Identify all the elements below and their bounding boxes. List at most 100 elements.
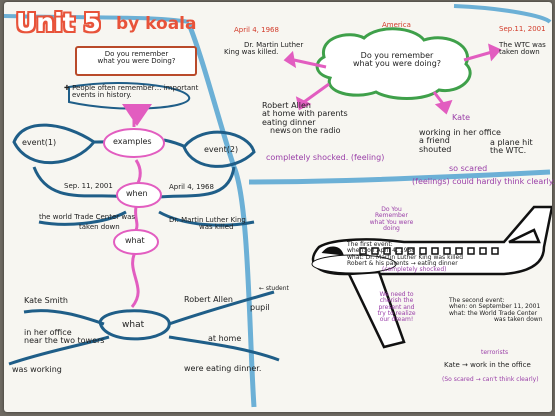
plane-nose-line-1: Do You <box>381 206 402 213</box>
plane-nose-line-3: what You were <box>369 218 414 226</box>
plane-first-event: The first event: when: on April 4, 1968 … <box>347 241 464 274</box>
when-label: when <box>126 189 148 198</box>
mlk-line-2: King was killed. <box>224 48 279 57</box>
robert-block: Robert Allen at home with parents eating… <box>262 101 348 136</box>
question-cloud <box>315 27 472 100</box>
first-event-line-1: The first event: <box>347 241 393 248</box>
athome-label: at home <box>208 334 242 343</box>
first-event-line-5: (completely shocked) <box>382 266 447 274</box>
wtc-line-1: The WTC was <box>499 41 546 49</box>
cloud-line-1: Do you remember <box>360 51 434 60</box>
event2-label: event(2) <box>204 145 239 154</box>
pupil-label: pupil <box>250 303 270 312</box>
event1-label: event(1) <box>22 138 57 147</box>
robert-line-3: eating dinner <box>262 117 316 127</box>
plane-nose-line-2: Remember <box>375 212 408 220</box>
mlk-text: Dr. Martin Luther King was killed. <box>224 41 304 57</box>
mind-map-paper: Unit 5 by koala Do you remember what you… <box>4 2 555 412</box>
airplane <box>311 205 552 349</box>
event1-desc2: taken down <box>79 223 120 231</box>
plane-second-event: The second event: when: on September 11,… <box>449 297 543 323</box>
mlk-date: April 4, 1968 <box>234 26 279 34</box>
what-label: what <box>125 236 145 245</box>
what-node <box>113 229 159 255</box>
kate-line-3: shouted <box>419 144 452 154</box>
mind-map-drawing <box>4 4 552 408</box>
feelings-label: (feelings) could hardly think clearly. <box>412 177 555 186</box>
working-label: was working <box>12 365 62 374</box>
pupil-arrow-label: ← student <box>259 285 289 292</box>
pointer-triangle <box>122 104 152 126</box>
first-event-line-3: what: Dr. Martin Luther King was killed <box>347 253 464 261</box>
second-event-line-2: when: on September 11, 2001 <box>449 303 541 311</box>
america-label: America <box>382 21 411 29</box>
kate-plane-line-1: a plane hit <box>490 138 533 147</box>
note-line-1: ✚ People often remember… important <box>64 84 199 92</box>
wing-line-1: We need to <box>379 291 414 298</box>
robert-line-1: Robert Allen <box>262 101 311 110</box>
kate-plane-line-2: the WTC. <box>490 146 527 156</box>
question-line-1: Do you remember <box>104 50 169 58</box>
wing-line-2: cherish the <box>379 297 414 305</box>
top-right-curve <box>453 4 552 24</box>
author-name: by koala <box>116 14 197 34</box>
note-text: ✚ People often remember… important event… <box>64 84 199 100</box>
event2-desc-line-2: was killed <box>199 223 234 232</box>
wtc-date: Sep.11, 2001 <box>499 25 546 33</box>
robert-line-5: on the radio <box>292 125 341 135</box>
examples-node <box>103 128 165 158</box>
eating-label: were eating dinner. <box>184 364 262 373</box>
so-scared-label: so scared <box>449 164 488 173</box>
cloud-text: Do you remember what you were doing? <box>336 51 458 69</box>
unit-title: Unit 5 <box>16 8 101 37</box>
cloud-line-2: what you were doing? <box>352 59 442 69</box>
examples-label: examples <box>113 137 152 146</box>
office-line-1: in her office <box>24 328 72 337</box>
event2-desc: Dr. Martin Luther King was killed <box>169 216 246 232</box>
kate-scared-line: (So scared → can't think clearly) <box>442 376 539 383</box>
first-event-line-4: Robert & his parents → eating dinner <box>347 259 458 267</box>
plane-wing-text: We need to cherish the present and try t… <box>374 291 419 324</box>
wing-line-3: present and <box>378 303 415 311</box>
question-box-text: Do you remember what you were Doing? <box>79 50 194 66</box>
horizontal-divider <box>248 169 551 185</box>
office-line-2: near the two towers <box>24 336 105 346</box>
wing-line-5: our dream! <box>379 316 414 324</box>
kate-right-label: Kate <box>452 113 471 122</box>
airplane-windows <box>359 247 499 255</box>
engine <box>311 254 397 274</box>
wing-line-4: try to realize <box>377 309 416 317</box>
mlk-line-1: Dr. Martin Luther <box>244 41 304 49</box>
event2-desc-line-1: Dr. Martin Luther King <box>169 216 246 224</box>
date2-label: April 4, 1968 <box>169 183 214 191</box>
kate-smith-label: Kate Smith <box>24 296 68 305</box>
second-event-line-4: was taken down <box>494 315 543 323</box>
kate-office-line: Kate → work in the office <box>444 361 531 369</box>
second-event-line-3: what: the World Trade Center <box>449 309 538 317</box>
date1-label: Sep. 11, 2001 <box>64 182 113 190</box>
top-curve <box>4 14 190 24</box>
cloud-arrows <box>283 43 502 115</box>
first-event-line-2: when: on April 4, 1968 <box>347 247 416 255</box>
robert-line-2: at home with parents <box>262 109 348 119</box>
robert-allen-label: Robert Allen <box>184 295 233 304</box>
kate-block: working in her office a friend shouted <box>419 128 501 154</box>
robert-feeling: completely shocked. (feeling) <box>266 153 385 162</box>
wtc-text: The WTC was taken down <box>499 41 546 57</box>
kate-plane: a plane hit the WTC. <box>490 138 533 156</box>
robert-line-4: news <box>270 126 291 136</box>
office-text: in her office near the two towers <box>24 328 105 346</box>
note-line-2: events in history. <box>72 91 132 100</box>
question-line-2: what you were Doing? <box>97 57 176 66</box>
what2-label: what <box>122 320 145 330</box>
question-box <box>75 46 197 76</box>
terrorists-label: terrorists <box>481 349 509 356</box>
kate-line-2: a friend <box>419 136 450 146</box>
vertical-divider <box>186 23 257 408</box>
when-node <box>116 182 162 208</box>
wtc-line-2: taken down <box>499 48 540 57</box>
kate-line-1: working in her office <box>419 128 501 137</box>
second-event-line-1: The second event: <box>449 297 505 304</box>
plane-nose-line-4: doing <box>383 224 400 232</box>
